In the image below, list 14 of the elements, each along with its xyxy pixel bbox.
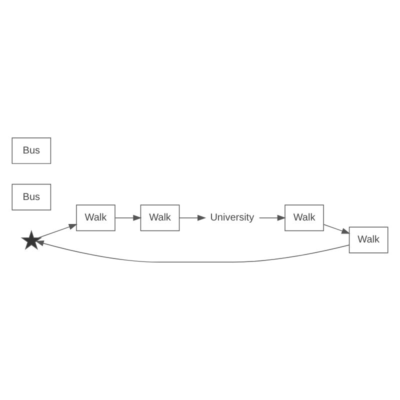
- node-box: Walk: [284, 204, 324, 232]
- arrow: [259, 214, 286, 221]
- arrow: [35, 240, 350, 262]
- arrow: [114, 214, 142, 221]
- node-box: Walk: [348, 226, 388, 254]
- node-box: Bus: [12, 138, 52, 164]
- arrow: [38, 224, 78, 238]
- arrow: [324, 224, 350, 234]
- node-star: [20, 230, 42, 250]
- arrow: [178, 214, 206, 221]
- node-box: Bus: [12, 184, 52, 210]
- node-text: University: [210, 212, 254, 224]
- node-box: Walk: [76, 204, 116, 232]
- node-box: Walk: [140, 204, 180, 232]
